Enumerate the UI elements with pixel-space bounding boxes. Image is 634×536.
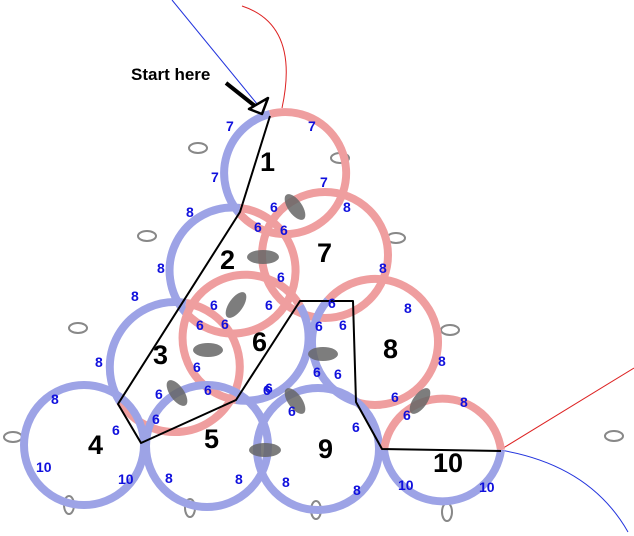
stitch-count: 8 xyxy=(235,471,243,487)
ring-number: 6 xyxy=(252,327,267,357)
stitch-count: 6 xyxy=(263,382,271,398)
stitch-count: 6 xyxy=(277,269,285,285)
working-path xyxy=(117,115,502,452)
stitch-count: 10 xyxy=(36,459,52,475)
picot xyxy=(68,322,88,334)
stitch-count: 8 xyxy=(186,204,194,220)
join-6-8 xyxy=(308,347,338,361)
stitch-count: 10 xyxy=(398,477,414,493)
ring-4 xyxy=(20,381,148,509)
join-1-7 xyxy=(284,194,306,220)
picot xyxy=(137,230,157,242)
ring-number: 2 xyxy=(220,245,235,275)
stitch-count: 7 xyxy=(226,118,234,134)
stitch-count: 6 xyxy=(352,419,360,435)
stitch-count: 6 xyxy=(210,297,218,313)
stitch-count: 6 xyxy=(288,403,296,419)
ring-6-blue-arc xyxy=(235,303,313,405)
stitch-count: 8 xyxy=(95,354,103,370)
stitch-count: 10 xyxy=(118,471,134,487)
join-3-6 xyxy=(193,343,223,357)
stitch-count: 6 xyxy=(280,222,288,238)
join-5-9 xyxy=(249,443,281,457)
stitch-count: 6 xyxy=(196,317,204,333)
stitch-count: 6 xyxy=(265,380,273,396)
stitch-count: 6 xyxy=(403,407,411,423)
picot xyxy=(188,142,208,154)
ring-numbers: 1 2 7 3 6 8 4 5 9 10 xyxy=(88,147,463,478)
stitch-count: 8 xyxy=(51,391,59,407)
join-2-7 xyxy=(247,250,279,264)
stitch-count: 8 xyxy=(165,470,173,486)
stitch-count: 6 xyxy=(254,219,262,235)
thread-blue-start xyxy=(171,0,263,111)
ring-3-blue-arc xyxy=(105,298,187,405)
stitch-count: 8 xyxy=(379,260,387,276)
stitch-count: 8 xyxy=(438,353,446,369)
stitch-count: 6 xyxy=(152,411,160,427)
ring-1-blue-arc xyxy=(220,110,272,216)
stitch-count: 8 xyxy=(460,394,468,410)
stitch-count: 8 xyxy=(157,260,165,276)
ring-10-red-arc xyxy=(380,394,505,451)
join-8-10 xyxy=(409,388,431,414)
stitch-count: 6 xyxy=(221,316,229,332)
picot xyxy=(604,430,624,442)
thread-red-start xyxy=(241,5,287,109)
ring-number: 3 xyxy=(153,340,168,370)
ring-10-blue-arc xyxy=(380,449,505,506)
stitch-count: 6 xyxy=(112,422,120,438)
ring-number: 9 xyxy=(318,434,333,464)
stitch-count: 6 xyxy=(391,389,399,405)
stitch-counts: 7 7 7 7 8 8 6 6 6 8 6 8 8 8 6 6 6 6 6 6 … xyxy=(36,118,495,498)
stitch-count: 8 xyxy=(343,199,351,215)
ring-number: 7 xyxy=(317,238,332,268)
stitch-count: 6 xyxy=(193,359,201,375)
ring-number: 1 xyxy=(260,147,275,177)
ring-number: 4 xyxy=(88,430,103,460)
picot xyxy=(441,502,453,522)
thread-red-end xyxy=(499,367,634,451)
stitch-count: 7 xyxy=(320,174,328,190)
stitch-count: 6 xyxy=(265,297,273,313)
stitch-count: 10 xyxy=(479,479,495,495)
arrowhead-icon xyxy=(247,96,270,116)
stitch-count: 6 xyxy=(313,364,321,380)
ring-2-blue-arc xyxy=(165,203,241,316)
join-6-9 xyxy=(284,388,306,414)
stitch-count: 8 xyxy=(353,482,361,498)
thread-blue-end xyxy=(499,449,629,533)
stitch-count: 6 xyxy=(204,382,212,398)
stitch-count: 7 xyxy=(308,118,316,134)
stitch-count: 8 xyxy=(131,288,139,304)
stitch-count: 6 xyxy=(328,295,336,311)
ring-number: 10 xyxy=(433,448,463,478)
ring-number: 5 xyxy=(204,424,219,454)
stitch-count: 6 xyxy=(334,366,342,382)
ring-number: 8 xyxy=(383,334,398,364)
stitch-count: 6 xyxy=(315,318,323,334)
stitch-count: 6 xyxy=(339,317,347,333)
stitch-count: 6 xyxy=(270,199,278,215)
joins xyxy=(166,194,431,457)
join-2-6 xyxy=(225,292,247,318)
start-label: Start here xyxy=(131,65,210,84)
ring-8-red-arc xyxy=(325,274,443,409)
join-3-5 xyxy=(166,380,188,406)
stitch-count: 8 xyxy=(282,474,290,490)
picot xyxy=(440,324,460,336)
picot xyxy=(3,431,23,443)
start-arrow xyxy=(224,81,270,116)
stitch-count: 7 xyxy=(211,169,219,185)
stitch-count: 8 xyxy=(404,300,412,316)
stitch-count: 6 xyxy=(155,386,163,402)
